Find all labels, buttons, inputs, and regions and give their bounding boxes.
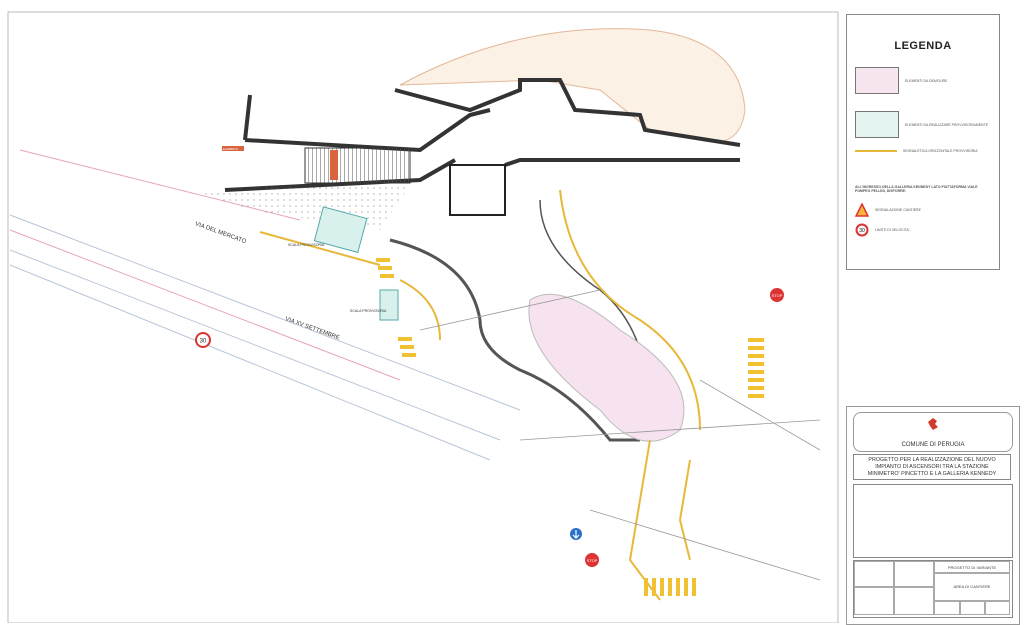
svg-text:STOP: STOP — [587, 558, 598, 563]
cell — [960, 601, 985, 615]
title-block: COMUNE DI PERUGIA PROGETTO PER LA REALIZ… — [846, 406, 1020, 625]
svg-text:30: 30 — [200, 339, 207, 345]
legend-item-markings: SEGNALETICA ORIZZONTALE PROVVISORIA — [855, 149, 978, 153]
cell — [854, 561, 894, 587]
legend-title: LEGENDA — [894, 40, 952, 52]
stair-label-2: SCALA PROVVISORIA — [350, 309, 387, 313]
legend-swatch — [855, 111, 899, 138]
legend-panel: LEGENDA ELEMENTI DA DEMOLIRE ELEMENTI DA… — [846, 14, 1000, 270]
sheet-info-grid: PROGETTO DI VARIANTE AREA DI CANTIERE — [853, 560, 1013, 618]
project-title: PROGETTO PER LA REALIZZAZIONE DEL NUOVO … — [853, 454, 1011, 480]
roadworks-sign-icon — [855, 203, 869, 217]
legend-line — [855, 150, 897, 152]
stair-label-1: SCALA PROVVISORIA — [288, 243, 325, 247]
perugia-griffin-logo-icon — [928, 418, 938, 430]
sheet-title: AREA DI CANTIERE — [934, 573, 1010, 601]
legend-label: SEGNALAZIONE CANTIERE — [875, 208, 921, 212]
speed-limit-icon: 30 — [855, 223, 869, 237]
project-title-line: PROGETTO PER LA REALIZZAZIONE DEL NUOVO — [868, 457, 996, 463]
project-title-line: MINIMETRO' PINCETTO E LA GALLERIA KENNED… — [867, 471, 997, 477]
cell — [985, 601, 1010, 615]
legend-label: ELEMENTI DA DEMOLIRE — [905, 78, 948, 83]
blank-box — [853, 484, 1013, 558]
legend-sign-speed: 30 LIMITE DI VELOCITA' — [855, 223, 909, 237]
elevator-station — [449, 164, 506, 216]
temporary-stair-2 — [379, 289, 399, 321]
roundabout-area-demolition — [528, 293, 685, 442]
cell — [894, 587, 934, 615]
legend-swatch — [855, 67, 899, 94]
legend-item-temporary: ELEMENTI DA REALIZZARE PROVVISORIAMENTE — [855, 111, 988, 138]
demolition-tag-label: ELEMENTI — [223, 147, 238, 151]
direction-sign-icon — [570, 528, 582, 540]
temporary-stair-1 — [313, 206, 368, 253]
building-walls — [224, 78, 741, 192]
crosswalks — [376, 258, 764, 596]
municipality-box: COMUNE DI PERUGIA — [853, 412, 1013, 452]
legend-sign-roadworks: SEGNALAZIONE CANTIERE — [855, 203, 921, 217]
road-edges — [9, 214, 521, 461]
temporary-road-markings — [259, 189, 701, 601]
demolition-tag — [222, 146, 244, 151]
legend-note: ALL'INGRESSO DELLA GALLERIA KENNEDY LATO… — [855, 185, 978, 193]
dimension-lines — [419, 289, 821, 581]
svg-text:STOP: STOP — [772, 293, 783, 298]
drawing-border — [7, 11, 839, 623]
svg-text:30: 30 — [859, 228, 865, 234]
demolition-marker — [330, 150, 338, 180]
staircase — [304, 147, 411, 184]
cell — [934, 601, 960, 615]
phase-label: PROGETTO DI VARIANTE — [934, 561, 1010, 573]
cell — [854, 587, 894, 615]
road-curb — [389, 238, 640, 442]
project-title-line: IMPIANTO DI ASCENSORI TRA LA STAZIONE — [875, 464, 989, 470]
stop-sign-icon: STOP — [770, 288, 784, 302]
legend-label: LIMITE DI VELOCITA' — [875, 228, 910, 232]
legend-label: SEGNALETICA ORIZZONTALE PROVVISORIA — [903, 149, 978, 153]
speed-limit-sign-icon: 30 — [195, 332, 211, 348]
municipality-name: COMUNE DI PERUGIA — [901, 442, 965, 448]
legend-item-demolition: ELEMENTI DA DEMOLIRE — [855, 67, 947, 94]
stop-sign-icon: STOP — [585, 553, 599, 567]
legend-label: ELEMENTI DA REALIZZARE PROVVISORIAMENTE — [905, 122, 989, 127]
cell — [894, 561, 934, 587]
